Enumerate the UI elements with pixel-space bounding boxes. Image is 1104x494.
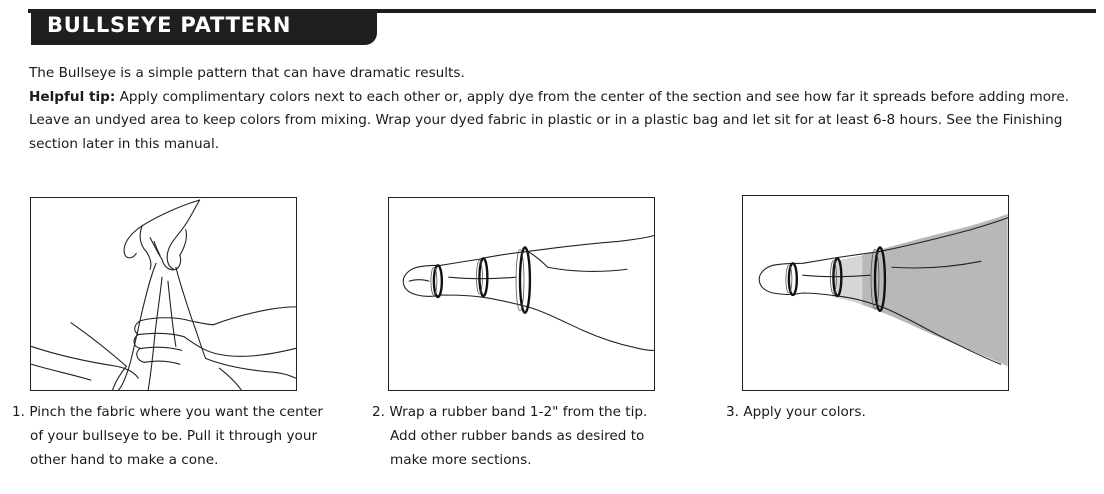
step-2-line-2: Add other rubber bands as desired to [390,428,645,444]
step-3-line-1: 3. Apply your colors. [726,400,1026,424]
tip-label: Helpful tip: [29,88,116,105]
step-1-number: 1. [12,404,25,420]
dye-area [862,213,1008,367]
tip-text-1: Apply complimentary colors next to each … [119,88,1070,105]
tip-line-3: section later in this manual. [29,135,220,152]
step-2-caption: 2. Wrap a rubber band 1-2" from the tip.… [372,400,672,472]
tip-line-1: Helpful tip: Apply complimentary colors … [29,86,1089,110]
step-2-text-1: Wrap a rubber band 1-2" from the tip. [389,404,648,420]
section-title: BULLSEYE PATTERN [47,13,292,37]
step-1-illustration [30,197,297,391]
step-2-illustration [388,197,655,391]
step-3-text-1: Apply your colors. [743,404,866,420]
step-2-number: 2. [372,404,385,420]
step-1-text-1: Pinch the fabric where you want the cent… [29,404,323,420]
step-1-line-3: other hand to make a cone. [30,452,219,468]
step-1-caption: 1. Pinch the fabric where you want the c… [12,400,342,472]
intro-line: The Bullseye is a simple pattern that ca… [29,65,465,81]
step-1-line-1: 1. Pinch the fabric where you want the c… [12,400,342,424]
header-rule [28,9,1096,13]
step-3-illustration [742,195,1009,391]
step-2-line-3: make more sections. [390,452,532,468]
pinch-fabric-drawing [31,199,296,390]
section-title-tab: BULLSEYE PATTERN [31,9,377,45]
step-3-number: 3. [726,404,739,420]
intro-text: The Bullseye is a simple pattern that ca… [29,62,1089,156]
apply-colors-drawing [758,213,1008,367]
step-1-line-2: of your bullseye to be. Pull it through … [30,428,318,444]
step-3-caption: 3. Apply your colors. [726,400,1026,424]
tip-line-2: Leave an undyed area to keep colors from… [29,112,1063,128]
step-2-line-1: 2. Wrap a rubber band 1-2" from the tip. [372,400,672,424]
rubber-band-cone-drawing [402,235,654,351]
